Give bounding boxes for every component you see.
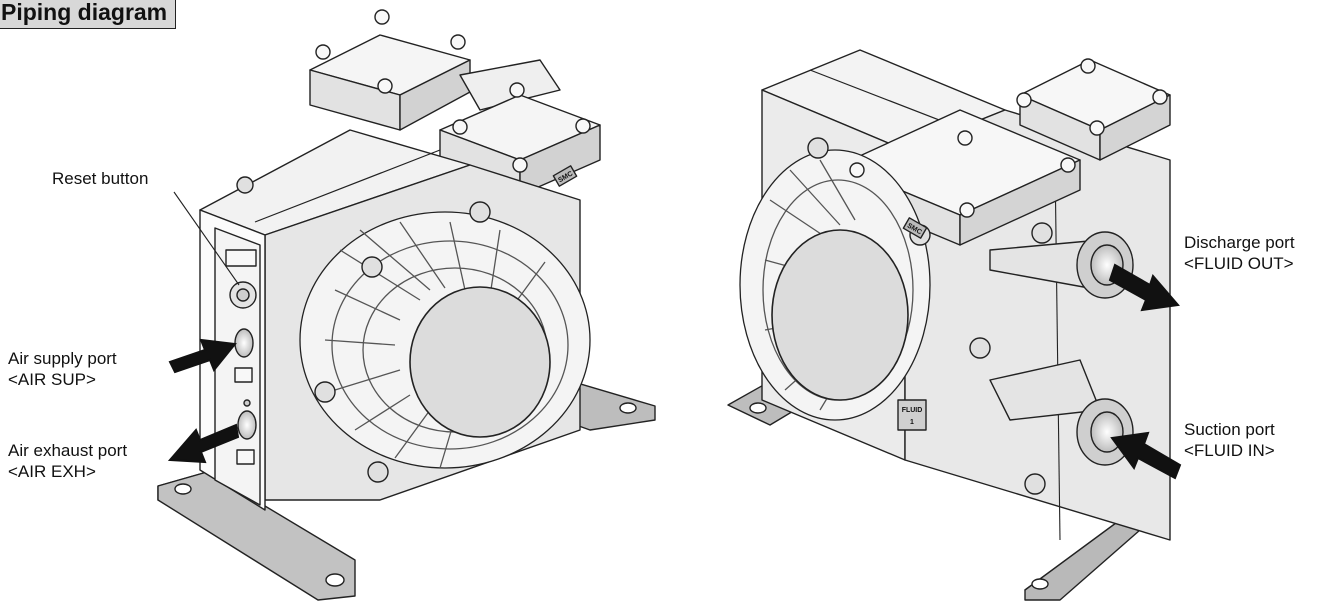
right-pump: FLUID 1 SMC (727, 49, 1171, 601)
left-control-panel (225, 249, 257, 465)
air-supply-label-line1: Air supply port (8, 349, 117, 368)
left-smc-badge: SMC (552, 165, 578, 187)
fluid-plate-number: 1 (910, 419, 914, 426)
discharge-port-label-line1: Discharge port (1184, 233, 1295, 252)
left-pump: SMC (157, 9, 656, 601)
right-cap-screws (849, 58, 1168, 218)
reset-button-label: Reset button (52, 168, 148, 189)
left-top-caps (309, 34, 601, 196)
air-exhaust-arrow (167, 423, 240, 464)
left-diaphragm-cover (409, 286, 551, 438)
air-exhaust-port-opening (237, 410, 257, 440)
suction-arrow (1110, 431, 1182, 480)
air-exhaust-label-line2: <AIR EXH> (8, 462, 96, 481)
suction-port-label: Suction port <FLUID IN> (1184, 419, 1275, 461)
discharge-port-label-line2: <FLUID OUT> (1184, 254, 1294, 273)
air-supply-label: Air supply port <AIR SUP> (8, 348, 117, 390)
discharge-arrow (1108, 263, 1180, 312)
air-supply-arrow (168, 338, 237, 374)
reset-button-leader (173, 191, 240, 286)
reset-button-label-text: Reset button (52, 169, 149, 188)
air-exhaust-label: Air exhaust port <AIR EXH> (8, 440, 127, 482)
suction-port-label-line2: <FLUID IN> (1184, 441, 1275, 460)
air-supply-port-opening (234, 328, 254, 358)
air-supply-label-line2: <AIR SUP> (8, 370, 96, 389)
air-exhaust-label-line1: Air exhaust port (8, 441, 128, 460)
fluid-plate-text: FLUID (902, 407, 923, 414)
discharge-port-label: Discharge port <FLUID OUT> (1184, 232, 1295, 274)
right-diaphragm-cover (771, 229, 909, 401)
left-hex-bolts (236, 176, 491, 483)
suction-port-label-line1: Suction port (1184, 420, 1275, 439)
right-smc-badge: SMC (902, 217, 928, 239)
fluid-plate: FLUID 1 (897, 399, 927, 431)
right-discharge-fitting (989, 231, 1134, 299)
left-cap-screws (315, 9, 591, 173)
diagram-title: Piping diagram (0, 0, 177, 29)
